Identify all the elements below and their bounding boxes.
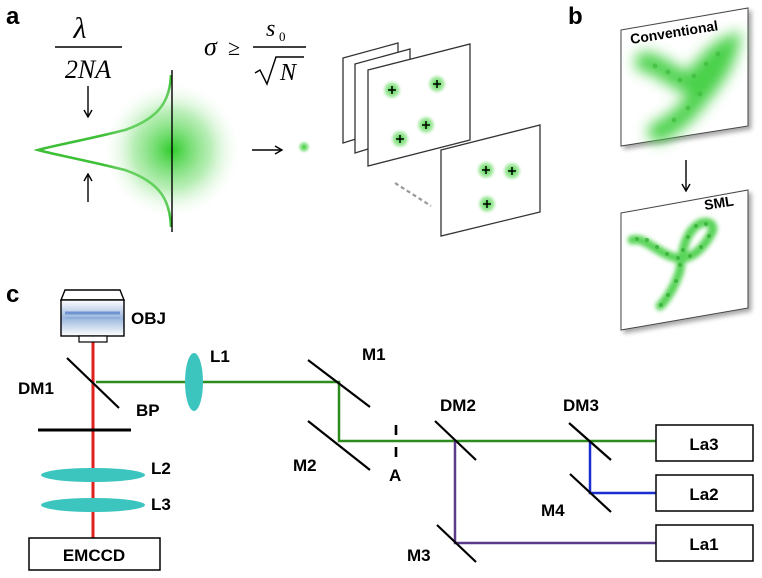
eq-geq: ≥	[228, 35, 240, 60]
label-m4: M4	[541, 501, 565, 520]
eq-s: s	[266, 16, 275, 42]
mirror-m2	[307, 420, 371, 471]
sml-sharp-structure	[627, 217, 718, 311]
mirror-m4	[569, 473, 612, 513]
beam-paths	[91, 342, 656, 545]
label-dm3: DM3	[563, 396, 599, 415]
laser-la2	[655, 474, 754, 512]
frame-stack	[342, 42, 471, 167]
eq-s-sub: 0	[279, 29, 286, 44]
frame-last	[440, 124, 541, 237]
eq-lambda: λ	[73, 12, 87, 45]
fwhm-arrows	[83, 86, 93, 202]
panel-b-arrow	[681, 160, 691, 193]
panel-label-a: a	[6, 3, 20, 30]
dichroic-mirror-dm3	[568, 422, 612, 461]
label-m1: M1	[362, 345, 386, 364]
label-obj: OBJ	[131, 309, 166, 328]
localized-spot	[297, 140, 311, 154]
objective-lens	[59, 289, 126, 343]
lens-l3	[41, 498, 145, 512]
conventional-blurred-structure	[635, 30, 742, 142]
eq-n: N	[279, 60, 298, 86]
label-dm2: DM2	[440, 396, 476, 415]
label-l1: L1	[210, 347, 230, 366]
label-m2: M2	[293, 456, 317, 475]
label-la1: La1	[689, 535, 718, 554]
emccd-camera	[28, 537, 161, 571]
label-bp: BP	[136, 401, 160, 420]
psf-width-equation: λ 2NA	[55, 12, 122, 84]
eq-sigma: σ	[204, 32, 218, 61]
label-m3: M3	[407, 546, 431, 565]
panel-label-b: b	[568, 3, 583, 30]
lens-l2	[41, 468, 145, 482]
eq-sqrt-sign	[254, 56, 304, 86]
laser-la3	[655, 424, 754, 462]
laser-la1	[655, 524, 754, 562]
frame-ellipsis-dashes	[394, 182, 432, 207]
dichroic-mirror-dm2	[434, 420, 477, 461]
dichroic-mirror-dm1	[66, 357, 120, 409]
label-l2: L2	[151, 459, 171, 478]
mirror-m1	[307, 359, 371, 408]
label-dm1: DM1	[18, 379, 54, 398]
label-la2: La2	[689, 485, 718, 504]
localization-arrow	[252, 145, 284, 155]
sml-title: SML	[703, 192, 735, 212]
label-l3: L3	[151, 495, 171, 514]
panel-label-c: c	[6, 281, 19, 308]
label-a: A	[389, 466, 401, 485]
sml-image: SML	[620, 189, 749, 331]
label-emccd: EMCCD	[63, 546, 125, 565]
eq-2na: 2NA	[65, 55, 111, 84]
lens-l1	[185, 353, 203, 411]
green-beam	[96, 380, 656, 443]
label-la3: La3	[689, 435, 718, 454]
precision-equation: σ ≥ s 0 N	[204, 16, 306, 86]
conventional-image: Conventional	[620, 7, 749, 147]
mirror-m3	[436, 524, 477, 563]
